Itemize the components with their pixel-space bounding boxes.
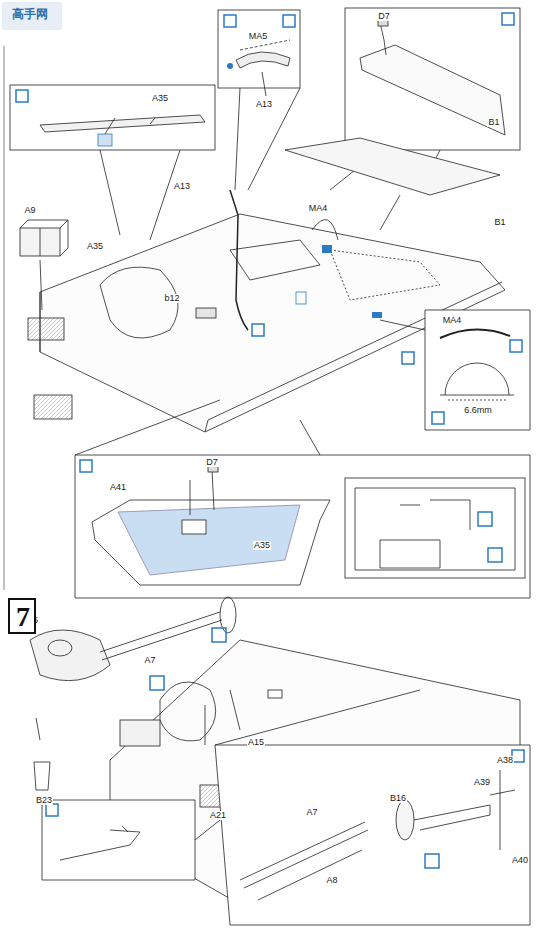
part-callout: A40	[511, 856, 529, 865]
part-callout: B16	[389, 794, 407, 803]
part-callout: A9	[23, 206, 36, 215]
part-callout: b12	[163, 294, 180, 303]
inset-ma5	[218, 10, 300, 190]
part-callout: D7	[377, 12, 391, 21]
part-callout: A7	[305, 808, 318, 817]
hull-lower	[30, 597, 530, 925]
part-callout: A38	[496, 756, 514, 765]
inset-a35	[10, 85, 215, 240]
part-callout: A35	[86, 242, 104, 251]
step-number-box: 7	[8, 598, 36, 634]
inset-interior	[75, 400, 530, 598]
part-callout: B1	[487, 118, 500, 127]
part-callout: A35	[151, 94, 169, 103]
inset-ma4	[380, 310, 530, 430]
part-callout: D7	[205, 458, 219, 467]
part-callout: MA5	[248, 32, 269, 41]
part-callout: A8	[325, 876, 338, 885]
logo-ground	[2, 2, 62, 30]
part-callout: MA4	[308, 204, 329, 213]
part-callout: MA4	[442, 316, 463, 325]
part-callout: A15	[247, 738, 265, 747]
part-callout: A39	[473, 778, 491, 787]
part-callout: 6.6mm	[463, 406, 493, 415]
part-callout: A35	[253, 541, 271, 550]
part-callout: A13	[173, 182, 191, 191]
part-callout: A13	[255, 100, 273, 109]
part-callout: B1	[493, 218, 506, 227]
part-callout: B23	[35, 796, 53, 805]
step-number: 7	[16, 603, 28, 631]
part-callout: A41	[109, 483, 127, 492]
part-callout: A21	[209, 811, 227, 820]
watermark: 高手网	[11, 8, 49, 20]
page-edge	[4, 46, 5, 590]
part-callout: A7	[143, 656, 156, 665]
